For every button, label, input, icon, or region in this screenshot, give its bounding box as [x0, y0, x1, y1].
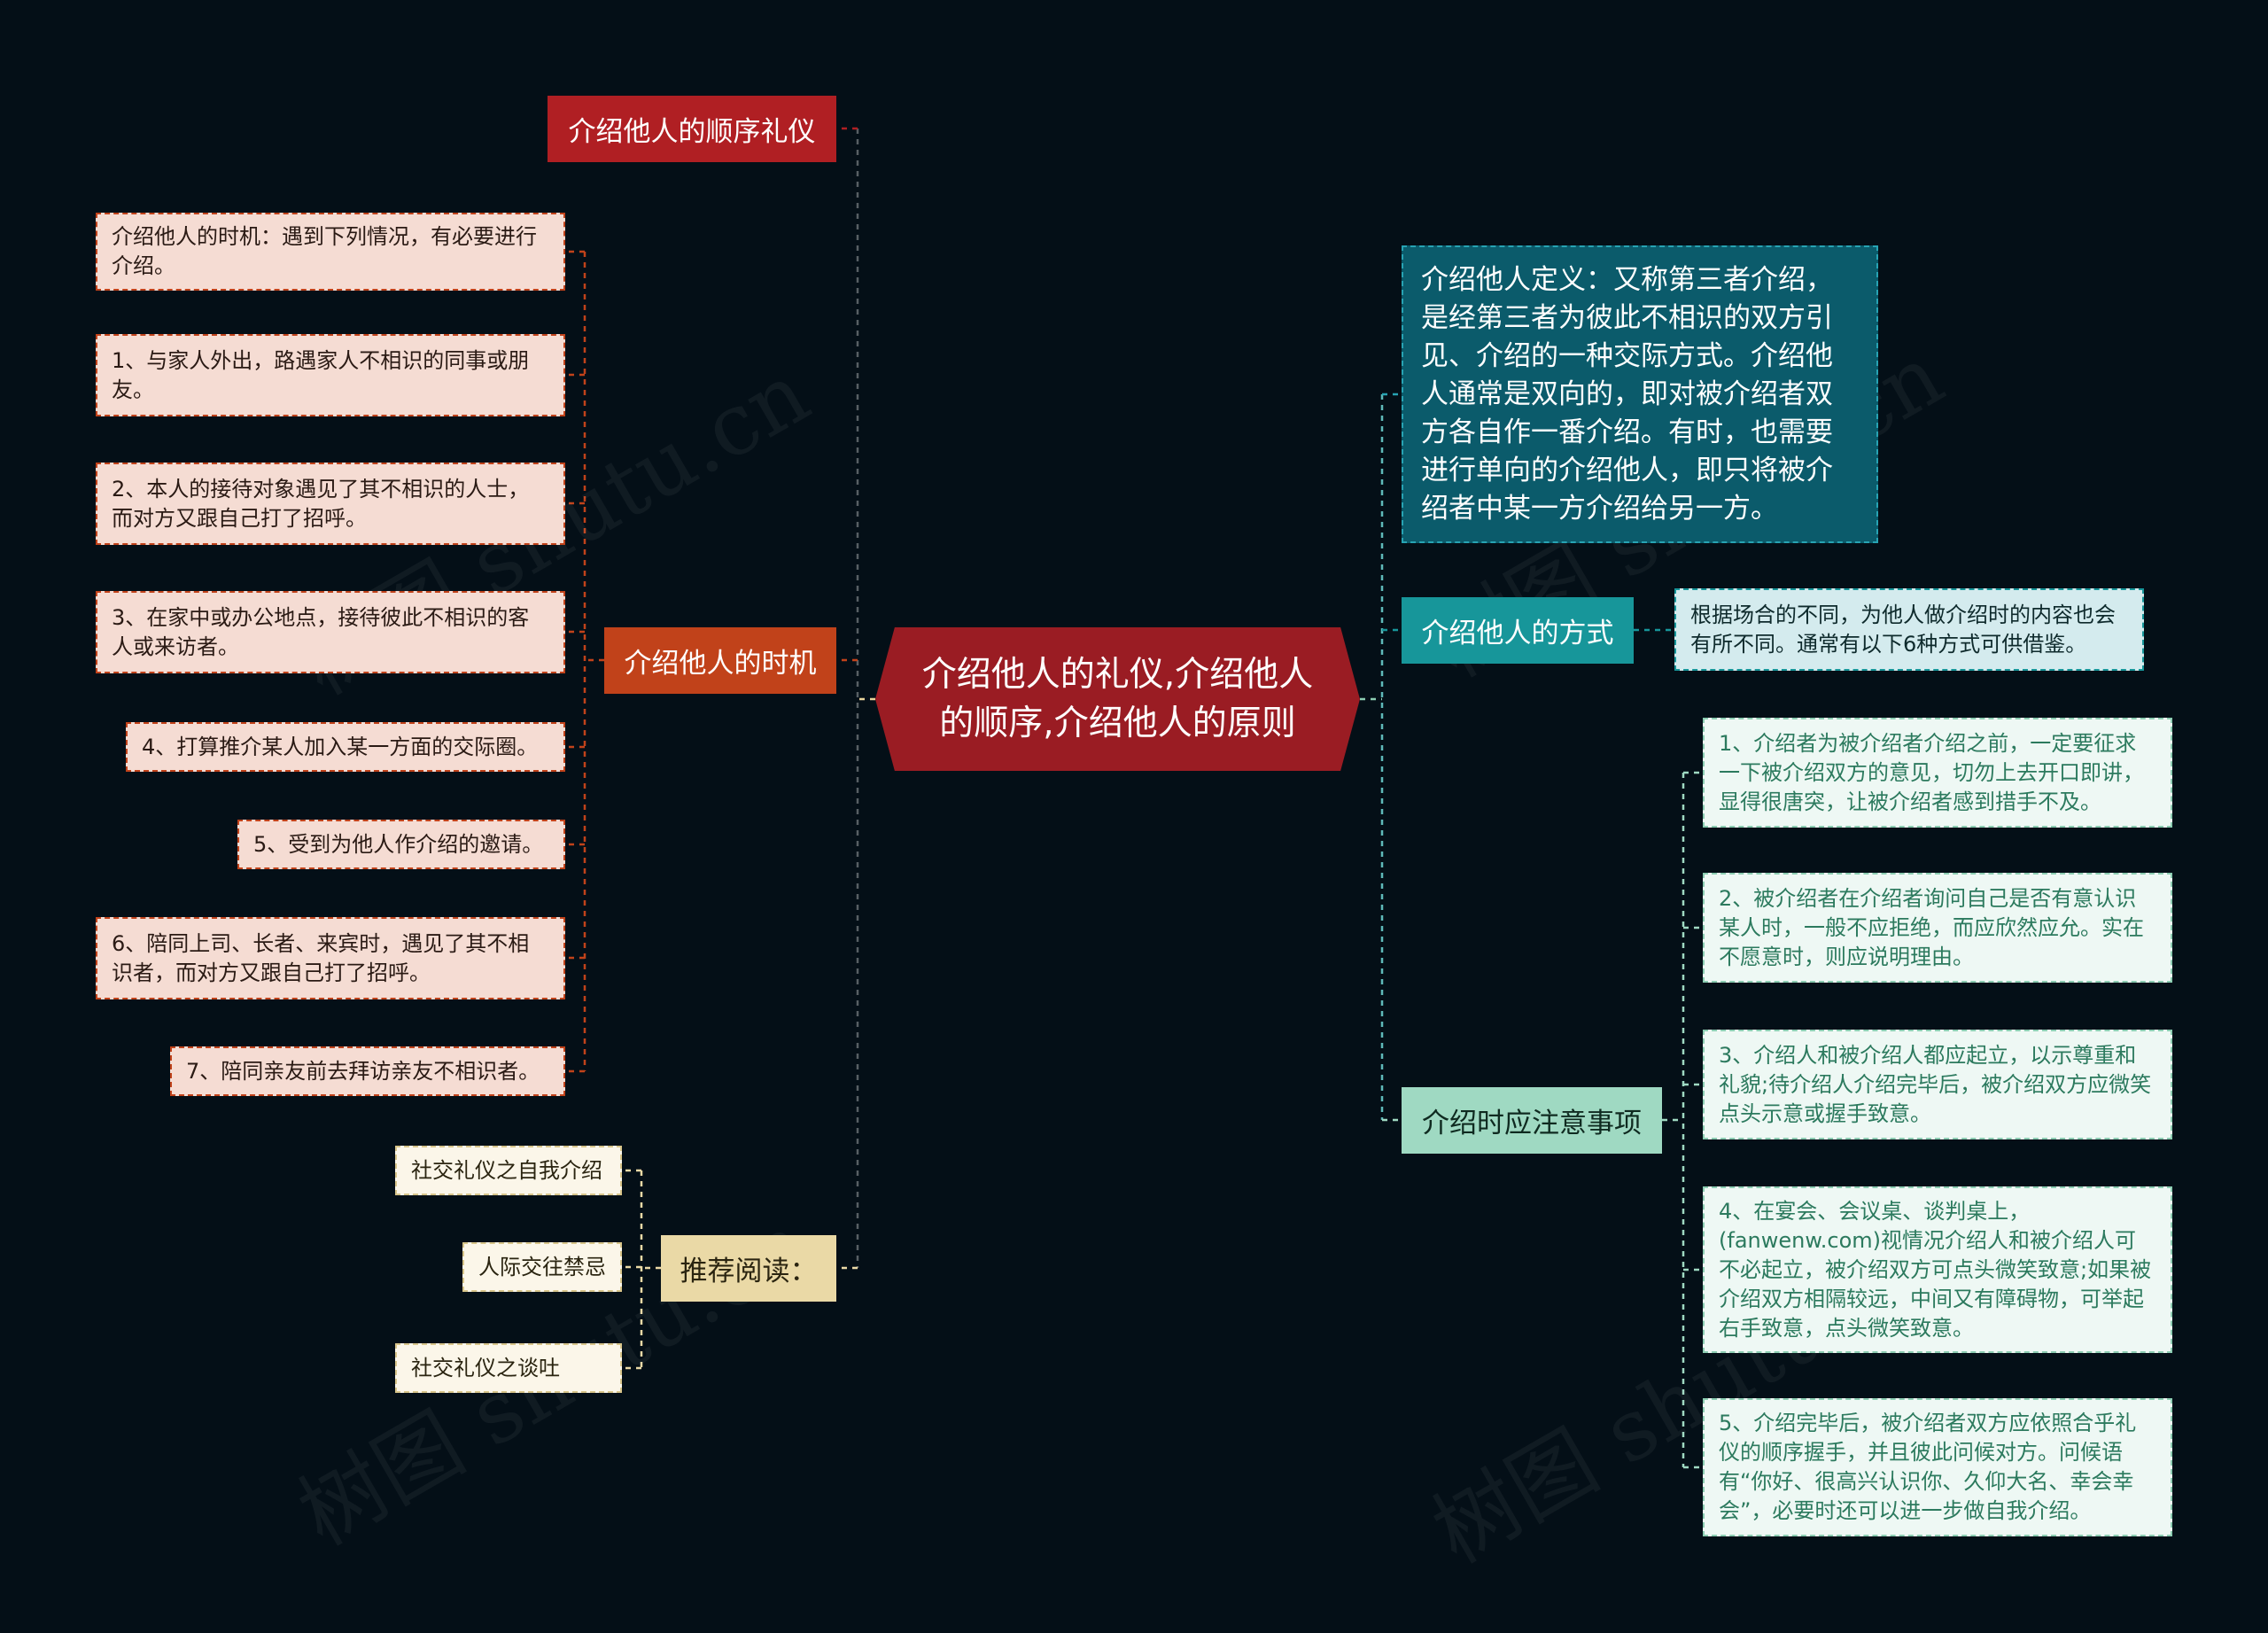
branch-timing[interactable]: 介绍他人的时机 — [604, 627, 836, 694]
connector-reading-trunk — [640, 1170, 661, 1368]
branch-order-label: 介绍他人的顺序礼仪 — [568, 116, 816, 148]
timing-item[interactable]: 1、与家人外出，路遇家人不相识的同事或朋友。 — [96, 334, 565, 416]
branch-order[interactable]: 介绍他人的顺序礼仪 — [548, 96, 836, 162]
definition-text: 介绍他人定义：又称第三者介绍，是经第三者为彼此不相识的双方引见、介绍的一种交际方… — [1421, 263, 1833, 525]
branch-methods-label: 介绍他人的方式 — [1421, 618, 1614, 649]
methods-detail[interactable]: 根据场合的不同，为他人做介绍时的内容也会有所不同。通常有以下6种方式可供借鉴。 — [1674, 588, 2144, 671]
connector-timing-trunk — [583, 252, 604, 1071]
notes-item[interactable]: 5、介绍完毕后，被介绍者双方应依照合乎礼仪的顺序握手，并且彼此问候对方。问候语有… — [1703, 1398, 2172, 1536]
notes-item[interactable]: 1、介绍者为被介绍者介绍之前，一定要征求一下被介绍双方的意见，切勿上去开口即讲，… — [1703, 718, 2172, 828]
branch-methods[interactable]: 介绍他人的方式 — [1402, 597, 1634, 664]
root-topic[interactable]: 介绍他人的礼仪,介绍他人的顺序,介绍他人的原则 — [875, 627, 1360, 771]
reading-link[interactable]: 人际交往禁忌 — [462, 1242, 622, 1292]
timing-item[interactable]: 6、陪同上司、长者、来宾时，遇见了其不相识者，而对方又跟自己打了招呼。 — [96, 917, 565, 999]
notes-item[interactable]: 2、被介绍者在介绍者询问自己是否有意认识某人时，一般不应拒绝，而应欣然应允。实在… — [1703, 873, 2172, 983]
timing-item[interactable]: 7、陪同亲友前去拜访亲友不相识者。 — [170, 1046, 565, 1096]
definition-note[interactable]: 介绍他人定义：又称第三者介绍，是经第三者为彼此不相识的双方引见、介绍的一种交际方… — [1402, 245, 1878, 543]
reading-link[interactable]: 社交礼仪之自我介绍 — [395, 1146, 622, 1195]
timing-item[interactable]: 4、打算推介某人加入某一方面的交际圈。 — [126, 722, 565, 772]
branch-recommended-reading[interactable]: 推荐阅读： — [661, 1235, 836, 1302]
timing-item[interactable]: 5、受到为他人作介绍的邀请。 — [237, 820, 565, 869]
timing-item[interactable]: 2、本人的接待对象遇见了其不相识的人士，而对方又跟自己打了招呼。 — [96, 463, 565, 545]
notes-item[interactable]: 3、介绍人和被介绍人都应起立，以示尊重和礼貌;待介绍人介绍完毕后，被介绍双方应微… — [1703, 1030, 2172, 1139]
reading-link[interactable]: 社交礼仪之谈吐 — [395, 1343, 622, 1393]
branch-notes-label: 介绍时应注意事项 — [1422, 1108, 1642, 1139]
timing-item[interactable]: 3、在家中或办公地点，接待彼此不相识的客人或来访者。 — [96, 591, 565, 673]
notes-item[interactable]: 4、在宴会、会议桌、谈判桌上，(fanwenw.com)视情况介绍人和被介绍人可… — [1703, 1186, 2172, 1353]
root-topic-label: 介绍他人的礼仪,介绍他人的顺序,介绍他人的原则 — [921, 655, 1314, 743]
branch-notes[interactable]: 介绍时应注意事项 — [1402, 1087, 1662, 1154]
timing-item[interactable]: 介绍他人的时机：遇到下列情况，有必要进行介绍。 — [96, 213, 565, 291]
connector-notes-trunk — [1662, 773, 1685, 1467]
branch-reading-label: 推荐阅读： — [680, 1256, 818, 1287]
branch-timing-label: 介绍他人的时机 — [624, 648, 817, 680]
